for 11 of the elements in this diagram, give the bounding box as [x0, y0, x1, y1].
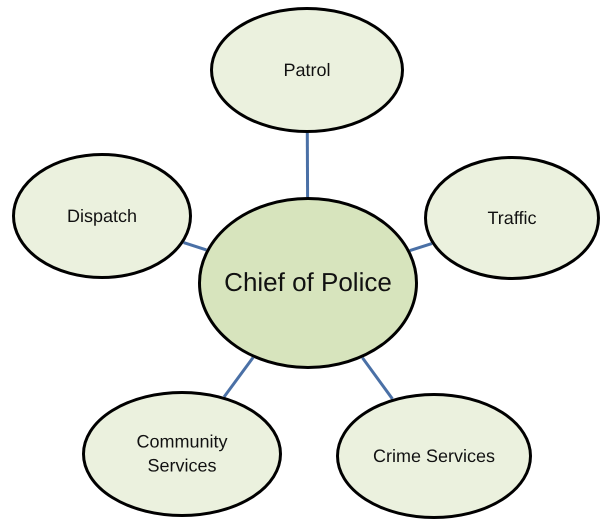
- node-label: Community Services: [135, 430, 229, 478]
- connector-line: [306, 132, 310, 197]
- node-label: Traffic: [486, 206, 538, 230]
- node-label: Chief of Police: [223, 266, 393, 300]
- connector-line: [361, 356, 394, 400]
- connector-line: [183, 241, 207, 252]
- node-label: Dispatch: [66, 204, 138, 228]
- connector-line: [409, 242, 432, 252]
- node-label: Crime Services: [372, 444, 496, 468]
- connector-line: [222, 356, 254, 398]
- node-label: Patrol: [282, 58, 332, 82]
